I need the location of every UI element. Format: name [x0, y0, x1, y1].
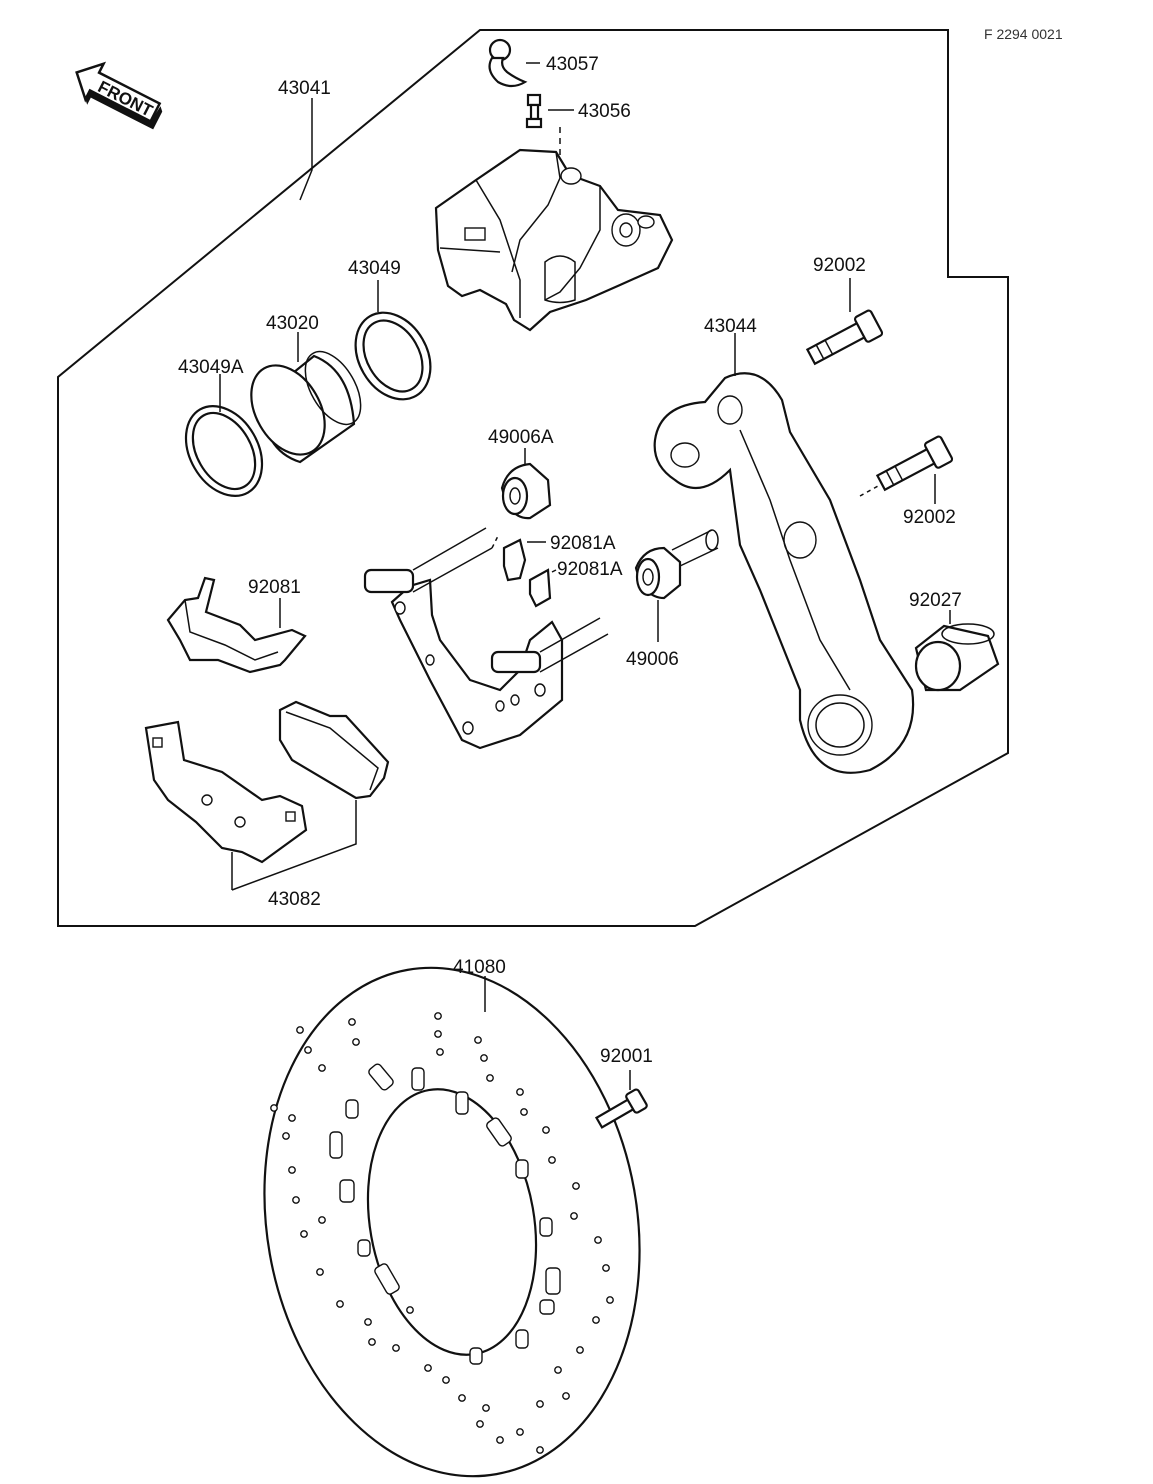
bleeder-cap: [488, 38, 528, 88]
label-92081A-1: 92081A: [550, 533, 616, 554]
label-43057: 43057: [546, 54, 599, 75]
label-43049: 43049: [348, 258, 401, 279]
label-43056: 43056: [578, 101, 631, 122]
brake-pad-left: [144, 720, 308, 864]
label-92081: 92081: [248, 577, 301, 598]
front-arrow-badge: FRONT: [75, 61, 163, 130]
label-92002-side: 92002: [903, 507, 956, 528]
caliper-torque-arm: [653, 372, 915, 774]
ref-code: F 2294 0021: [984, 26, 1063, 42]
label-43082: 43082: [268, 889, 321, 910]
disc-mounting-bolt: [594, 1088, 648, 1129]
pad-spring-clip-b: [528, 568, 552, 608]
label-49006A: 49006A: [488, 427, 554, 448]
pad-spring: [166, 576, 307, 674]
label-43041: 43041: [278, 78, 331, 99]
label-43049A: 43049A: [178, 357, 244, 378]
piston-seal-ring: [354, 311, 432, 401]
label-92081A-2: 92081A: [557, 559, 623, 580]
caliper-assembly-boundary: [57, 29, 1009, 927]
label-41080: 41080: [453, 957, 506, 978]
bleeder-valve: [525, 93, 543, 129]
label-92027: 92027: [909, 590, 962, 611]
brake-pad-right: [278, 700, 390, 800]
label-92001: 92001: [600, 1046, 653, 1067]
caliper-bracket: [363, 527, 609, 750]
label-49006: 49006: [626, 649, 679, 670]
pin-boot-lower: [634, 529, 719, 600]
sleeve-collar: [914, 623, 1000, 692]
caliper-body: [434, 148, 674, 332]
caliper-piston: [250, 350, 362, 464]
label-43020: 43020: [266, 313, 319, 334]
label-43044: 43044: [704, 316, 757, 337]
label-92002-top: 92002: [813, 255, 866, 276]
pin-boot-upper: [500, 462, 552, 520]
brake-disc-rotor: [263, 966, 641, 1478]
mounting-bolt-top: [805, 309, 884, 366]
pad-spring-clip-a: [502, 538, 527, 582]
mounting-bolt-side: [875, 435, 954, 492]
dust-seal-ring: [184, 404, 264, 498]
